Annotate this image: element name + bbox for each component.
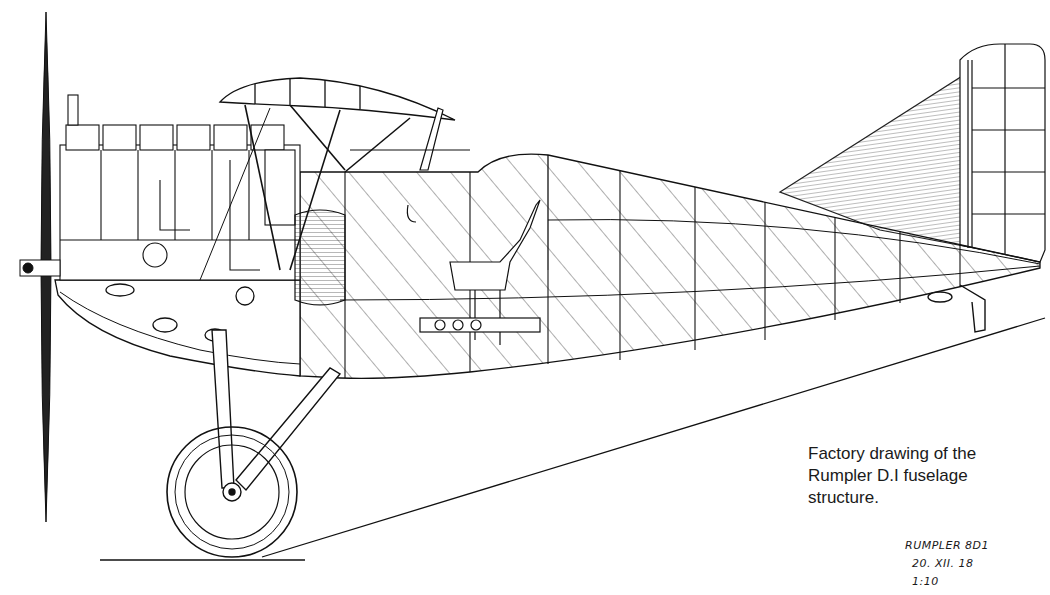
drawing-stroke bbox=[153, 318, 177, 332]
drawing-stroke bbox=[20, 260, 60, 276]
drawing-stroke bbox=[960, 285, 985, 332]
drawing-stroke bbox=[450, 200, 540, 290]
drawing-stroke bbox=[972, 171, 1045, 172]
drawing-stroke bbox=[200, 108, 270, 280]
drawing-stroke bbox=[60, 239, 300, 240]
drawing-stroke bbox=[248, 150, 249, 240]
drawing-stroke bbox=[185, 445, 279, 539]
drawing-stroke bbox=[420, 108, 443, 170]
drawing-stroke bbox=[236, 368, 340, 490]
fuselage-frames bbox=[345, 171, 960, 378]
drawing-stroke bbox=[547, 155, 548, 270]
drawing-stroke bbox=[245, 105, 280, 270]
drawing-stroke bbox=[137, 150, 138, 240]
drawing-stroke bbox=[23, 263, 33, 273]
drawing-stroke bbox=[212, 330, 234, 488]
drawing-stroke bbox=[899, 231, 900, 303]
drawing-stroke bbox=[972, 213, 1045, 214]
drawing-stroke bbox=[175, 435, 289, 549]
tail-skid bbox=[960, 285, 985, 332]
figure-caption: Factory drawing of the Rumpler D.I fusel… bbox=[808, 443, 1023, 509]
drawing-stroke bbox=[254, 84, 255, 104]
drawing-stroke bbox=[66, 125, 99, 150]
drawing-stroke bbox=[967, 60, 968, 248]
drawing-stroke bbox=[60, 145, 300, 280]
drawing-stroke bbox=[68, 95, 78, 125]
drawing-stroke bbox=[160, 180, 190, 230]
drawing-stroke bbox=[103, 125, 136, 150]
wing-section bbox=[220, 78, 455, 120]
drawing-stroke bbox=[177, 125, 210, 150]
drawing-stroke bbox=[435, 320, 445, 330]
drawing-stroke bbox=[223, 483, 241, 501]
drawing-stroke bbox=[324, 80, 325, 107]
drawing-stroke bbox=[453, 320, 463, 330]
drawing-stroke bbox=[764, 202, 765, 340]
drawing-stroke bbox=[345, 118, 410, 172]
drawing-stroke bbox=[972, 87, 1045, 88]
drawing-stroke bbox=[211, 150, 212, 240]
cabane-struts bbox=[200, 105, 410, 280]
drawing-stroke bbox=[143, 243, 167, 267]
drawing-stroke bbox=[471, 320, 481, 330]
drawing-stroke bbox=[300, 154, 1040, 378]
drawing-stroke bbox=[230, 160, 260, 270]
drawing-stroke bbox=[548, 220, 1040, 264]
drawing-stroke bbox=[106, 284, 134, 296]
propeller bbox=[20, 12, 60, 522]
engine-bay bbox=[55, 280, 952, 376]
drawing-annotation: RUMPLER 8D1 bbox=[905, 539, 989, 552]
drawing-stroke bbox=[619, 171, 620, 360]
drawing-stroke bbox=[100, 559, 305, 560]
pilot-seat bbox=[420, 200, 540, 345]
drawing-stroke bbox=[100, 150, 101, 240]
drawing-stroke bbox=[60, 292, 300, 364]
drawing-stroke bbox=[236, 287, 254, 305]
drawing-stroke bbox=[960, 44, 1045, 262]
fuel-tank bbox=[295, 210, 345, 305]
drawing-stroke bbox=[295, 210, 345, 305]
drawing-stroke bbox=[420, 318, 540, 332]
drawing-stroke bbox=[694, 187, 695, 350]
drawing-stroke bbox=[1004, 44, 1005, 255]
drawing-stroke bbox=[174, 150, 175, 240]
drawing-stroke bbox=[547, 270, 548, 364]
drawing-stroke bbox=[290, 105, 345, 170]
drawing-stroke bbox=[289, 79, 290, 105]
drawing-stroke bbox=[55, 280, 300, 376]
drawing-annotation: 20. XII. 18 bbox=[912, 557, 974, 570]
drawing-stroke bbox=[407, 205, 416, 222]
drawing-stroke bbox=[265, 150, 295, 225]
drawing-stroke bbox=[140, 125, 173, 150]
landing-gear bbox=[167, 330, 340, 557]
drawing-stroke bbox=[214, 125, 247, 150]
drawing-stroke bbox=[959, 244, 960, 287]
engine bbox=[60, 95, 300, 280]
drawing-stroke bbox=[220, 78, 455, 120]
fuselage bbox=[300, 154, 1040, 378]
drawing-stroke bbox=[928, 292, 952, 302]
drawing-stroke bbox=[229, 489, 235, 495]
drawing-stroke bbox=[350, 149, 470, 150]
gun-sight bbox=[350, 108, 470, 222]
drawing-stroke bbox=[972, 129, 1045, 130]
drawing-stroke bbox=[251, 125, 284, 150]
drawing-stroke bbox=[167, 427, 297, 557]
drawing-stroke bbox=[359, 86, 360, 109]
drawing-annotation: 1:10 bbox=[912, 575, 939, 588]
drawing-stroke bbox=[834, 217, 835, 320]
